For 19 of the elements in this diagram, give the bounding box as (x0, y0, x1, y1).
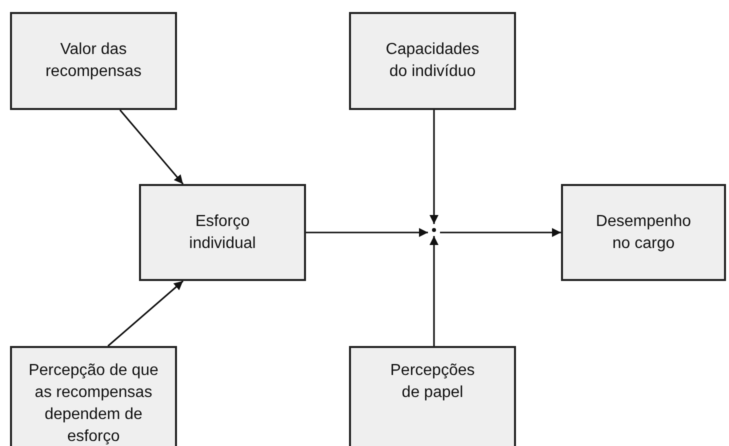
process-box (349, 346, 516, 446)
arrow (440, 228, 561, 237)
process-box (139, 184, 306, 281)
arrow (430, 236, 438, 346)
box-label: Percepção de que as recompensas dependem de esforço (28, 361, 160, 446)
arrow (306, 228, 428, 237)
box-label: Percepções de papel (389, 361, 476, 403)
box-label: Valor das recompensas (44, 40, 143, 82)
arrow (107, 280, 184, 347)
process-box (10, 346, 177, 446)
box-label: Esforço individual (188, 212, 257, 254)
arrow (119, 109, 184, 185)
process-box (10, 12, 177, 110)
box-label: Capacidades do indivíduo (384, 40, 480, 82)
process-box (561, 184, 726, 281)
arrow (430, 110, 438, 224)
process-box (349, 12, 516, 110)
box-label: Desempenho no cargo (594, 212, 692, 254)
junction-dot (432, 228, 436, 232)
